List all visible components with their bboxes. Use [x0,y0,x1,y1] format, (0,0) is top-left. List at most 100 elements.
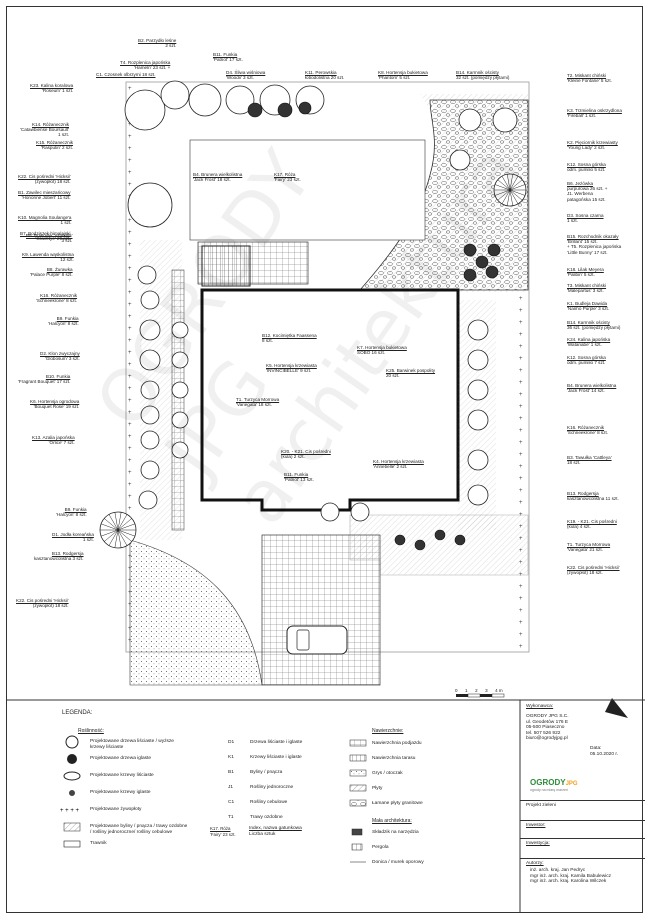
shrub-symbol [277,102,293,118]
legend-plant-conifer: Projektowane drzewa iglaste [90,756,151,762]
plant-label-line: 'Rasputin' 2 szt. [40,145,74,151]
plant-label-line: K12. Sosna górska [567,162,606,167]
plant-label-line: 'Schneekrone' 8 szt. [36,298,78,304]
plant-label-k14: K14. Różanecznik'Catawbiense Boursault'1… [20,122,69,138]
plant-label-line: B8. Żurawka [46,267,73,272]
driveway [261,534,381,686]
legend-pergola-icon [351,843,363,851]
plant-label-b15: B15. Rozchodnik okazały'Brillant' 15 szt… [567,234,621,255]
legend-plant-text: Projektowane drzewa iglaste [90,756,152,761]
plant-label-line: J1. Werbena [567,191,593,197]
legend-tree-icon [65,735,79,749]
plant-label-line: 1 szt. [60,220,72,226]
plant-label-b11a: B11. Funkia'Patriot' 17 szt. [213,52,243,62]
hedge-mark: + [128,458,132,464]
legend-conifer-icon [67,754,77,764]
plant-label-line: 'Palibin' 5 szt. [567,272,595,278]
plant-label-c1: C1. Czosnek olbrzymi 18 szt. [96,72,155,77]
car-windshield [296,629,310,651]
hedge-mark: + [128,218,132,224]
tree-symbol [140,405,160,425]
hedge-mark: + [128,314,132,320]
hedge-mark: + [519,308,523,314]
plant-label-line: patagońska 15 szt. [567,196,606,202]
plant-label-line: K22. Cis pośredni 'Hicksii' [567,565,620,570]
plant-label-line: K24. Kalina japońska [567,337,611,342]
hedge-mark: + [519,584,523,590]
plant-label-line: D3. Sosna czarna [567,213,604,218]
hedge-mark: + [128,326,132,332]
legend-code: C1 [228,800,235,805]
hedge-mark: + [128,290,132,296]
tree-symbol [139,349,161,371]
legend-surface-tiles: Płyty [372,786,383,791]
plant-label-k15: K15. Różanecznik'Rasputin' 2 szt. [36,140,73,150]
plant-label-line: B9. Funkia [64,507,87,512]
hedge-mark: + [128,134,132,140]
legend-shed-icon [351,828,363,836]
hedge-mark: + [128,86,132,92]
plant-label-line: 'Variegata' 18 szt. [236,402,272,408]
plant-label-line: T1. Turzyca Morrowa [236,397,280,402]
hedge-mark: + [128,446,132,452]
hedge-mark: + [519,404,523,410]
plant-label-b3: B3. Tawułka 'Cattleya'18 szt. [567,455,612,465]
scale-bar [456,693,505,698]
hedge-mark: + [519,356,523,362]
investment-label: Inwestycja: [526,841,550,846]
plant-label-line: B10. Funkia [45,374,71,379]
plant-label-line: 'Orlice' 7 szt. [48,440,75,446]
plant-label-line: 'Bouquet Rose' 19 szt. [33,404,80,410]
tree-symbol [171,351,189,369]
plant-label-line: 'Variegata' 21 szt. [567,547,603,553]
plant-label-line: 'Nanho Purple' 3 szt. [567,306,610,312]
plant-label-line: B4. Brunera wielkolistna [193,172,243,177]
plant-label-line: purpurowa 26 szt. + [567,186,608,192]
plant-label-line: K1. Budleja Dawida [567,301,608,306]
plant-label-line: K15. Różanecznik [36,140,74,145]
legend-plant-text: krzewy liściaste [90,744,124,750]
hedge-mark: + [128,158,132,164]
legend-code: D1 [228,740,235,745]
plant-label-line: 'Catawbiense Boursault' [20,127,69,133]
plant-label-d4: D4. Śliwa wiśniowa'Woodii' 3 szt. [226,70,265,80]
plant-label-line: K16. Różanecznik [40,293,78,298]
tb-row-authors [520,858,645,859]
hedge-mark: + [128,230,132,236]
hedge-mark: + [519,380,523,386]
plant-label-line: K7. Hortensja bukietowa [357,345,407,350]
tb-row-investment [520,838,645,839]
plant-label-b11b: B11. Funkia'Patriot' 13 szt. [284,472,314,482]
plant-label-line: 'Roseum' 1 szt. [42,88,74,94]
plant-label-line: K3. Trzmielina oskrzydlona [567,108,622,113]
legend-gravel-icon [349,769,367,777]
hedge-mark: + [519,320,523,326]
legend-plant-text: Trawnik [90,841,107,846]
plant-label-line: B9. Funkia [56,316,79,321]
plant-label-line: C1. Czosnek olbrzymi 18 szt. [96,72,156,77]
plant-symbols [99,80,527,551]
legend-example-label: K17. Róża'Fairy' 23 szt. [210,826,236,837]
scale-ticks: 0 1 2 3 4 m [455,688,503,693]
plant-label-line: 'Patriot' 13 szt. [284,477,314,483]
hedge-mark: + [519,440,523,446]
hedge-mark: + [519,392,523,398]
legend-surface-granite: Łamane płyty granitowe [372,801,423,806]
plant-label-line: B14. Karmnik ościsty [567,320,610,325]
legend-plant-perennial: Projektowane byliny / pnącza / trawy ozd… [90,824,187,835]
plant-label-line: K8. Hortensja bukietowa [378,70,428,75]
plant-label-line: kasztanowcolistna 3 szt. [34,556,84,562]
tree-symbol [188,83,222,117]
hedge-mark: + [519,416,523,422]
plant-label-line: 'Malepartus' 3 szt. [567,288,604,294]
plant-label-b7: B7. Bodziszek himalajski'Gravetye' 29 sz… [20,231,71,241]
date-label: Data: [590,746,602,751]
tree-symbol [171,321,189,339]
